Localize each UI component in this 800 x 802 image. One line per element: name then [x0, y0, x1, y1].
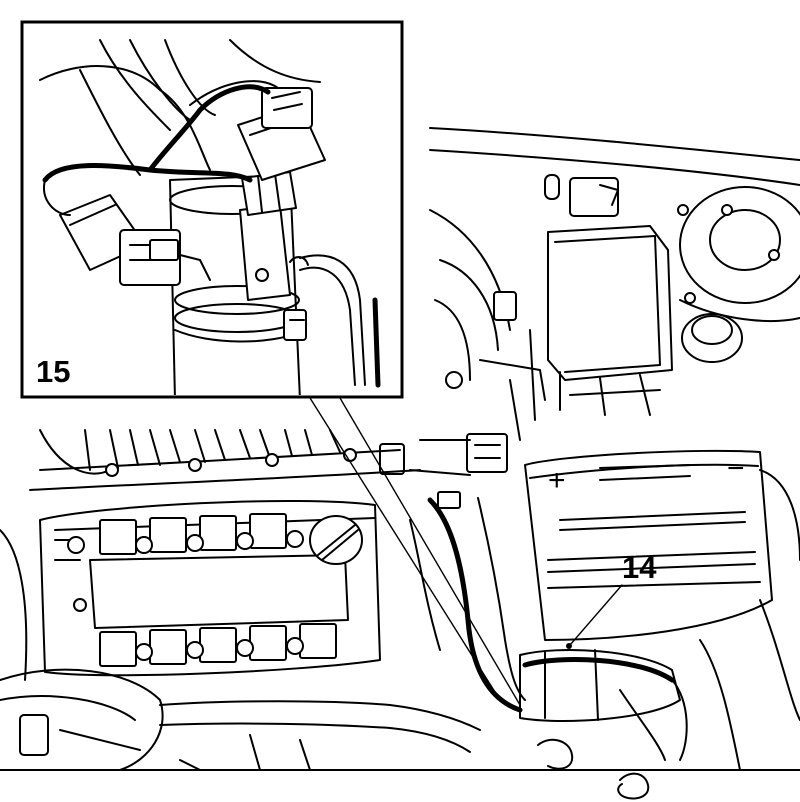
- body-panel-edge: [429, 127, 800, 186]
- brake-booster: [429, 209, 546, 441]
- inset-detail-15: 15: [20, 20, 404, 399]
- callout-14: 14: [566, 550, 657, 649]
- callout-label-15: 15: [36, 354, 70, 389]
- engine-bay-scene: + −: [0, 127, 800, 800]
- strut-tower: [677, 186, 800, 322]
- inset-leader-lines: [309, 397, 521, 706]
- battery-minus-symbol: −: [727, 452, 745, 485]
- intake-manifold: [29, 429, 421, 491]
- callout-label-14: 14: [622, 550, 657, 585]
- left-pipes: [0, 529, 481, 771]
- fuse-box: [544, 174, 673, 416]
- battery: + −: [524, 449, 800, 641]
- bottom-connector: [537, 738, 650, 800]
- valve-cover: [39, 499, 381, 677]
- battery-plus-symbol: +: [548, 464, 566, 497]
- intake-hose: [409, 497, 526, 713]
- reservoir-cap: [681, 313, 743, 363]
- battery-hose: [519, 599, 800, 771]
